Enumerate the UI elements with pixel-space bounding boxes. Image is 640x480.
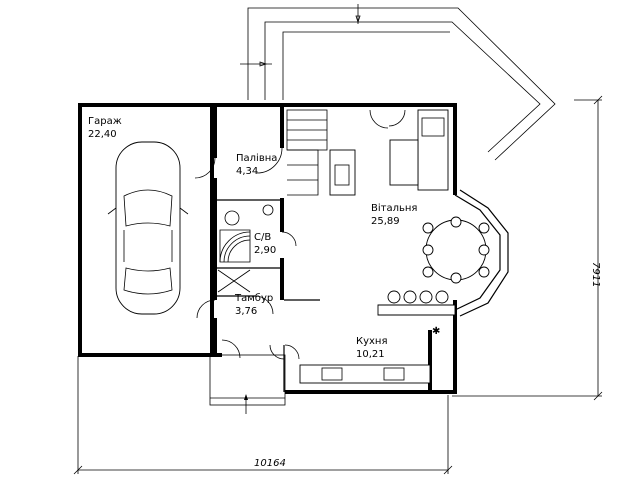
living-area: 25,89 <box>371 216 400 227</box>
boiler-name: Палівна <box>236 152 277 164</box>
door-swings <box>194 109 406 360</box>
kitchen-counter: ✱ <box>299 290 456 384</box>
bathroom-area: 2,90 <box>254 245 276 256</box>
kitchen-name: Кухня <box>356 336 388 347</box>
svg-text:✱: ✱ <box>432 326 440 337</box>
vestibule-name: Тамбур <box>234 293 273 304</box>
bathroom-name: С/В <box>254 232 271 243</box>
living-furniture <box>389 109 490 284</box>
porch <box>209 354 286 414</box>
garage-area: 22,40 <box>88 129 117 140</box>
vestibule-area: 3,76 <box>235 306 257 317</box>
dimension-lines <box>73 95 603 475</box>
height-dimension: 7911 <box>590 262 601 287</box>
garage-name: Гараж <box>88 116 122 127</box>
boiler-area: 4,34 <box>236 166 258 177</box>
terrace-outline <box>240 4 556 161</box>
living-name: Вітальня <box>371 202 417 214</box>
bathroom-fixtures <box>217 204 274 293</box>
interior-walls <box>213 105 432 392</box>
car-icon <box>107 141 189 315</box>
staircase <box>286 109 356 196</box>
width-dimension: 10164 <box>254 458 286 469</box>
kitchen-area: 10,21 <box>356 349 385 360</box>
